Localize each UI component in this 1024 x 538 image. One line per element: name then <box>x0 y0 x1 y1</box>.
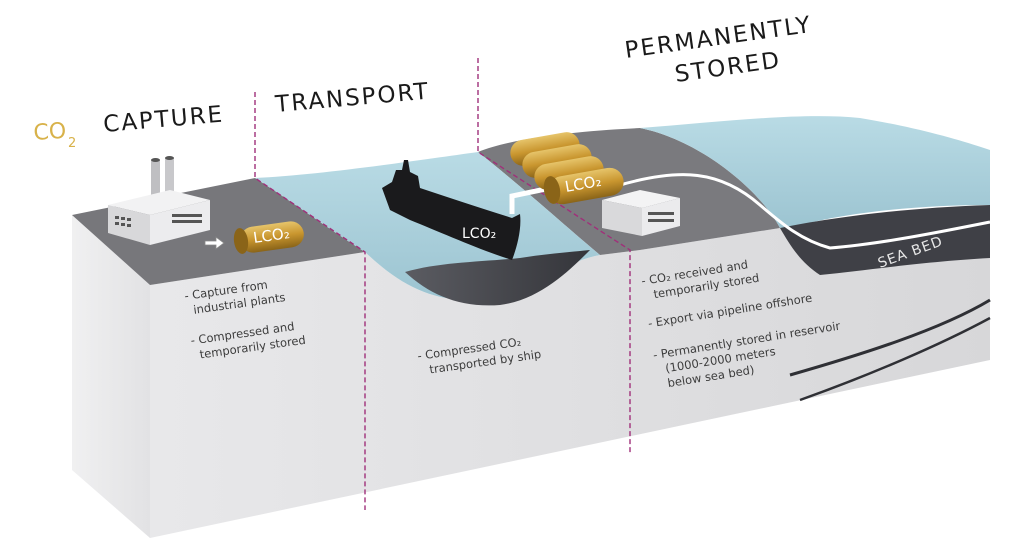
tank-capture-label: LCO₂ <box>252 224 291 247</box>
block-front-face <box>150 228 990 538</box>
ship-icon: LCO₂ <box>382 160 521 260</box>
ship-cargo-label: LCO₂ <box>462 226 496 242</box>
storage-building-icon <box>602 190 680 236</box>
factory-icon <box>108 156 210 245</box>
reservoir-layer-1 <box>789 298 991 377</box>
capture-title: CAPTURE <box>102 102 225 138</box>
water-offshore <box>640 116 990 228</box>
co2-prefix-sub: 2 <box>68 136 76 151</box>
arrow-icon <box>204 236 225 250</box>
seabed-rock-transport <box>405 250 590 306</box>
divider-capture-transport <box>254 92 366 510</box>
tank-storage-stack: LCO₂ <box>510 132 624 205</box>
pipeline-offshore <box>619 173 991 250</box>
capture-heading: CO 2 CAPTURE <box>33 102 225 151</box>
block-left-side <box>72 215 150 538</box>
transport-title: TRANSPORT <box>273 79 431 118</box>
reservoir-layer-2 <box>799 316 991 402</box>
tank-capture: LCO₂ <box>233 221 304 254</box>
co2-prefix: CO <box>33 119 67 146</box>
